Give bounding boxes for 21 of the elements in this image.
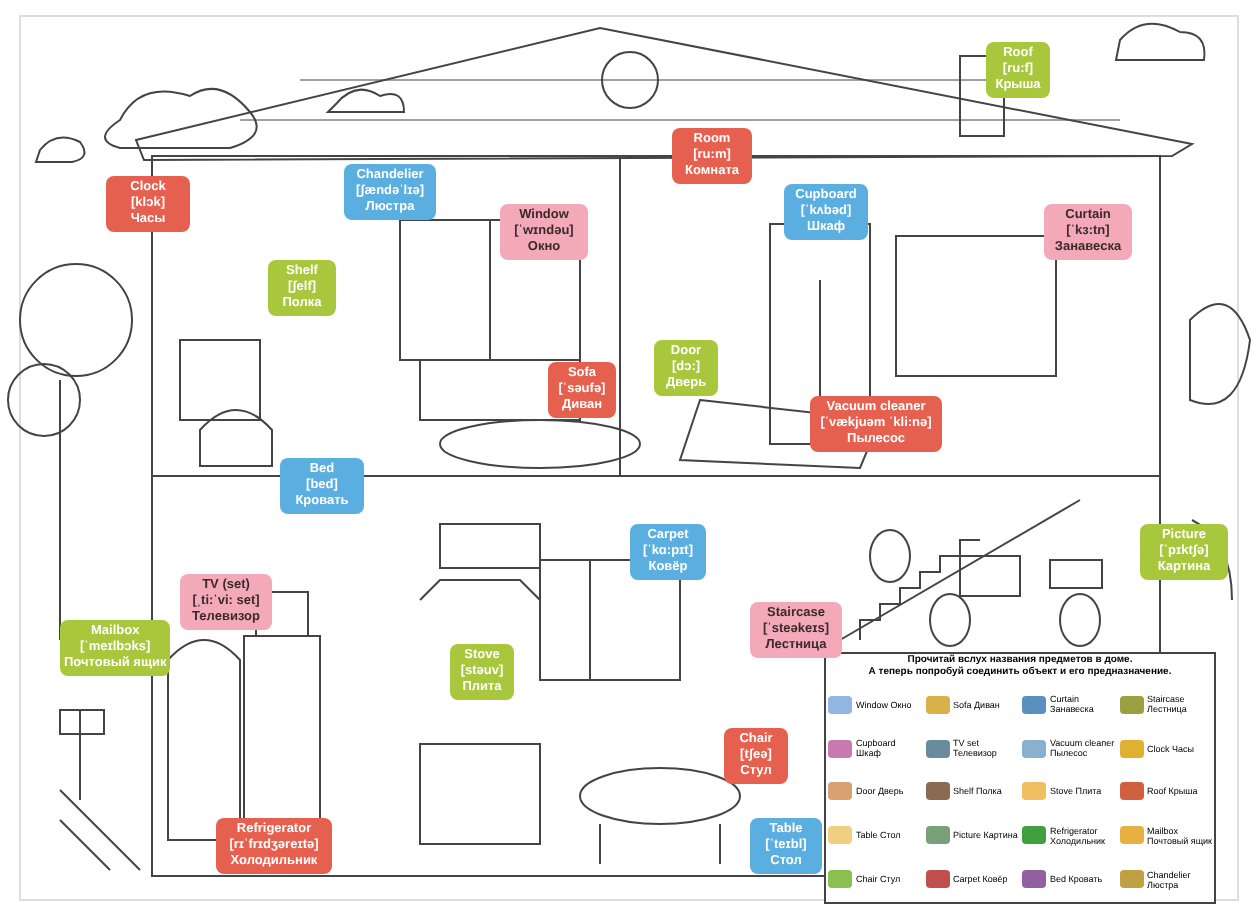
speech-bubble xyxy=(630,524,706,580)
speech-bubble xyxy=(216,818,332,874)
speech-bubble xyxy=(280,458,364,514)
speech-bubble xyxy=(724,728,788,784)
speech-bubble xyxy=(60,620,171,676)
speech-bubble xyxy=(548,362,616,418)
speech-bubble xyxy=(450,644,514,700)
speech-bubble xyxy=(500,204,588,260)
speech-bubble xyxy=(268,260,336,316)
speech-bubble xyxy=(750,602,842,658)
speech-bubble xyxy=(344,164,436,220)
speech-bubble xyxy=(106,176,190,232)
speech-bubble xyxy=(784,184,868,240)
speech-bubble xyxy=(750,818,822,874)
speech-bubble xyxy=(672,128,752,184)
speech-bubble xyxy=(180,574,272,630)
speech-bubble xyxy=(986,42,1050,98)
speech-bubble xyxy=(1140,524,1228,580)
speech-bubble xyxy=(810,396,942,452)
speech-bubble xyxy=(1044,204,1132,260)
speech-bubble xyxy=(654,340,718,396)
